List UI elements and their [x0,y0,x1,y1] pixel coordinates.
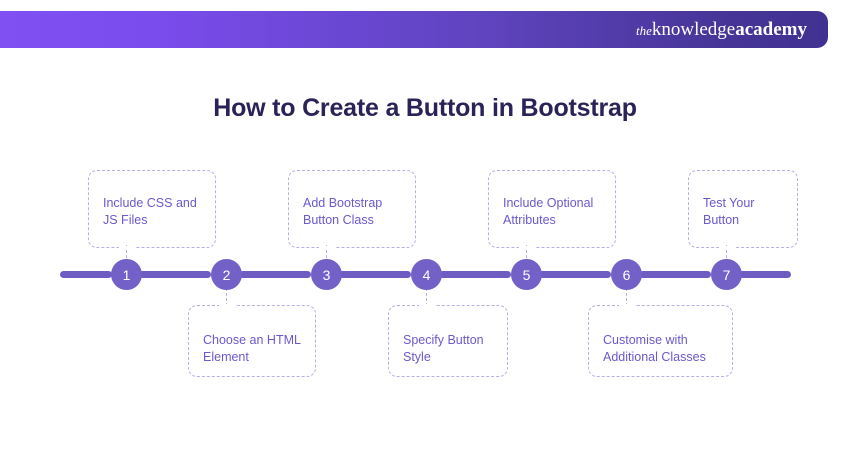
timeline-node-7[interactable]: 7 [711,259,742,290]
connector-stub-4 [426,288,427,306]
timeline-segment-4-5 [439,271,511,278]
card-notch-1 [119,246,135,249]
timeline-card-7: Test Your Button [688,170,798,249]
timeline-node-label-1: 1 [122,266,131,283]
timeline-card-label-5: Include Optional Attributes [503,196,594,227]
timeline-card-3: Add Bootstrap Button Class [288,170,416,249]
card-notch-5 [519,246,535,249]
header-bar: theknowledgeacademy [0,11,828,48]
brand-academy: academy [735,19,807,40]
timeline-node-label-3: 3 [322,266,331,283]
timeline-node-5[interactable]: 5 [511,259,542,290]
timeline-segment-2-3 [239,271,311,278]
timeline-card-6: Customise with Additional Classes [588,304,733,377]
timeline-node-4[interactable]: 4 [411,259,442,290]
card-notch-6 [619,304,635,307]
timeline-node-3[interactable]: 3 [311,259,342,290]
timeline-node-label-2: 2 [222,266,231,283]
page-title: How to Create a Button in Bootstrap [213,94,637,122]
timeline-segment-5-6 [539,271,611,278]
timeline-node-2[interactable]: 2 [211,259,242,290]
timeline-card-label-7: Test Your Button [703,196,755,227]
brand-logo: theknowledgeacademy [636,20,807,39]
timeline-node-label-4: 4 [422,266,431,283]
timeline-card-1: Include CSS and JS Files [88,170,216,249]
timeline-card-label-4: Specify Button Style [403,333,484,364]
card-notch-3 [319,246,335,249]
timeline-node-label-6: 6 [622,266,631,283]
card-notch-7 [719,246,735,249]
timeline-segment-1-2 [139,271,211,278]
timeline-node-label-7: 7 [722,266,731,283]
connector-stub-5 [526,245,527,263]
timeline-segment-end [739,271,791,278]
timeline-node-1[interactable]: 1 [111,259,142,290]
timeline-card-5: Include Optional Attributes [488,170,616,249]
connector-stub-3 [326,245,327,263]
connector-stub-7 [726,245,727,263]
timeline-card-4: Specify Button Style [388,304,508,377]
timeline-segment-3-4 [339,271,411,278]
timeline-node-label-5: 5 [522,266,531,283]
timeline-segment-6-7 [639,271,711,278]
timeline-segment-start [60,271,112,278]
timeline-node-6[interactable]: 6 [611,259,642,290]
timeline-card-label-1: Include CSS and JS Files [103,196,197,227]
timeline-card-label-2: Choose an HTML Element [203,333,301,364]
connector-stub-1 [126,245,127,263]
card-notch-4 [419,304,435,307]
timeline-card-label-3: Add Bootstrap Button Class [303,196,383,227]
brand-knowledge: knowledge [651,19,736,40]
brand-the: the [635,23,652,38]
connector-stub-6 [626,288,627,306]
timeline-card-2: Choose an HTML Element [188,304,316,377]
connector-stub-2 [226,288,227,306]
card-notch-2 [219,304,235,307]
timeline-card-label-6: Customise with Additional Classes [603,333,706,364]
